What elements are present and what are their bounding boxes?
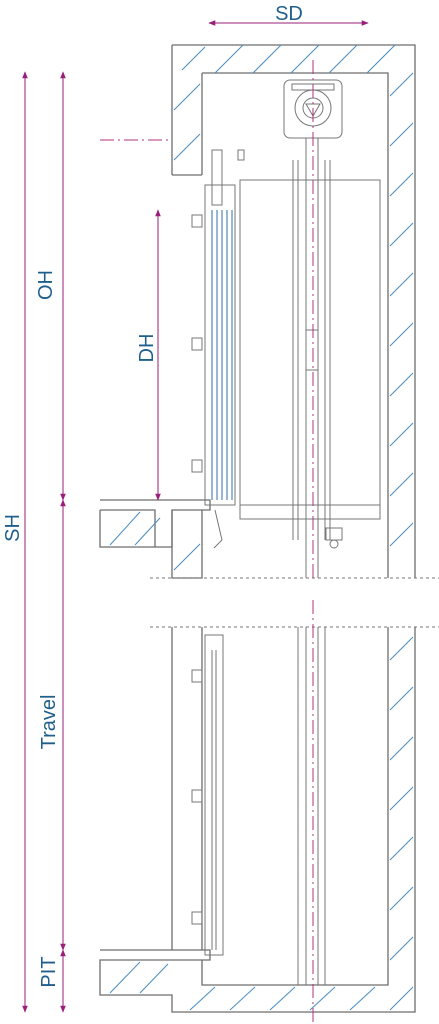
wall-hatching-top: [173, 44, 414, 571]
sh-label: SH: [2, 514, 24, 542]
door-and-rails-bottom: [191, 627, 326, 985]
car-and-rails-top: [239, 138, 381, 578]
dh-label: DH: [136, 334, 158, 363]
landing-slab-top: [99, 499, 211, 548]
pit-label: PIT: [38, 956, 60, 987]
shaft-walls-bottom: [99, 627, 416, 1013]
landing-door-top: [191, 149, 245, 549]
sd-label: SD: [275, 3, 303, 25]
travel-label: Travel: [38, 695, 60, 750]
oh-label: OH: [35, 270, 57, 300]
wall-hatching-bottom: [109, 636, 414, 1011]
